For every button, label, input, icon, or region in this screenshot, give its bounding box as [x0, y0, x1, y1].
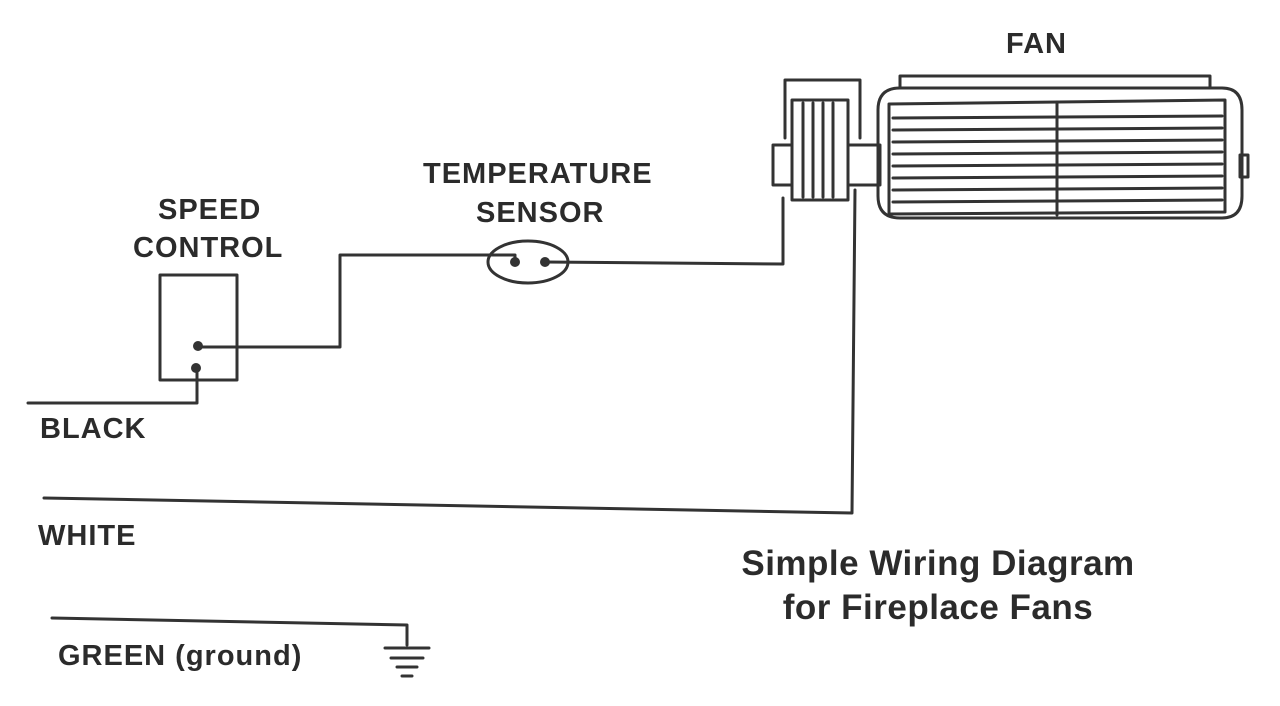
black-wire-label: BLACK: [40, 413, 147, 445]
fan-label: FAN: [1006, 28, 1067, 60]
speed-control-label-line2: CONTROL: [133, 232, 284, 264]
speed-control-terminal-bottom: [191, 363, 201, 373]
speed-control-label-line1: SPEED: [158, 194, 262, 226]
caption-line1: Simple Wiring Diagram: [741, 544, 1135, 583]
sensor-to-fan-wire: [545, 198, 783, 264]
white-wire: [44, 190, 855, 513]
fan-housing: [878, 88, 1242, 218]
fan-motor-bracket: [785, 80, 860, 138]
sensor-terminal-left: [510, 257, 520, 267]
temperature-sensor-label-line2: SENSOR: [476, 197, 605, 229]
diagram-caption: Simple Wiring Diagram for Fireplace Fans: [700, 542, 1176, 630]
fan-motor: [792, 100, 848, 200]
sensor-terminal-right: [540, 257, 550, 267]
control-to-sensor-wire: [199, 255, 515, 347]
green-ground-wire-label: GREEN (ground): [58, 640, 303, 672]
temperature-sensor-label-line1: TEMPERATURE: [423, 158, 653, 190]
caption-line2: for Fireplace Fans: [782, 588, 1094, 627]
green-ground-wire: [52, 618, 407, 645]
black-wire: [28, 368, 197, 403]
white-wire-label: WHITE: [38, 520, 137, 552]
speed-control-terminal-top: [193, 341, 203, 351]
ground-symbol: [385, 648, 429, 676]
